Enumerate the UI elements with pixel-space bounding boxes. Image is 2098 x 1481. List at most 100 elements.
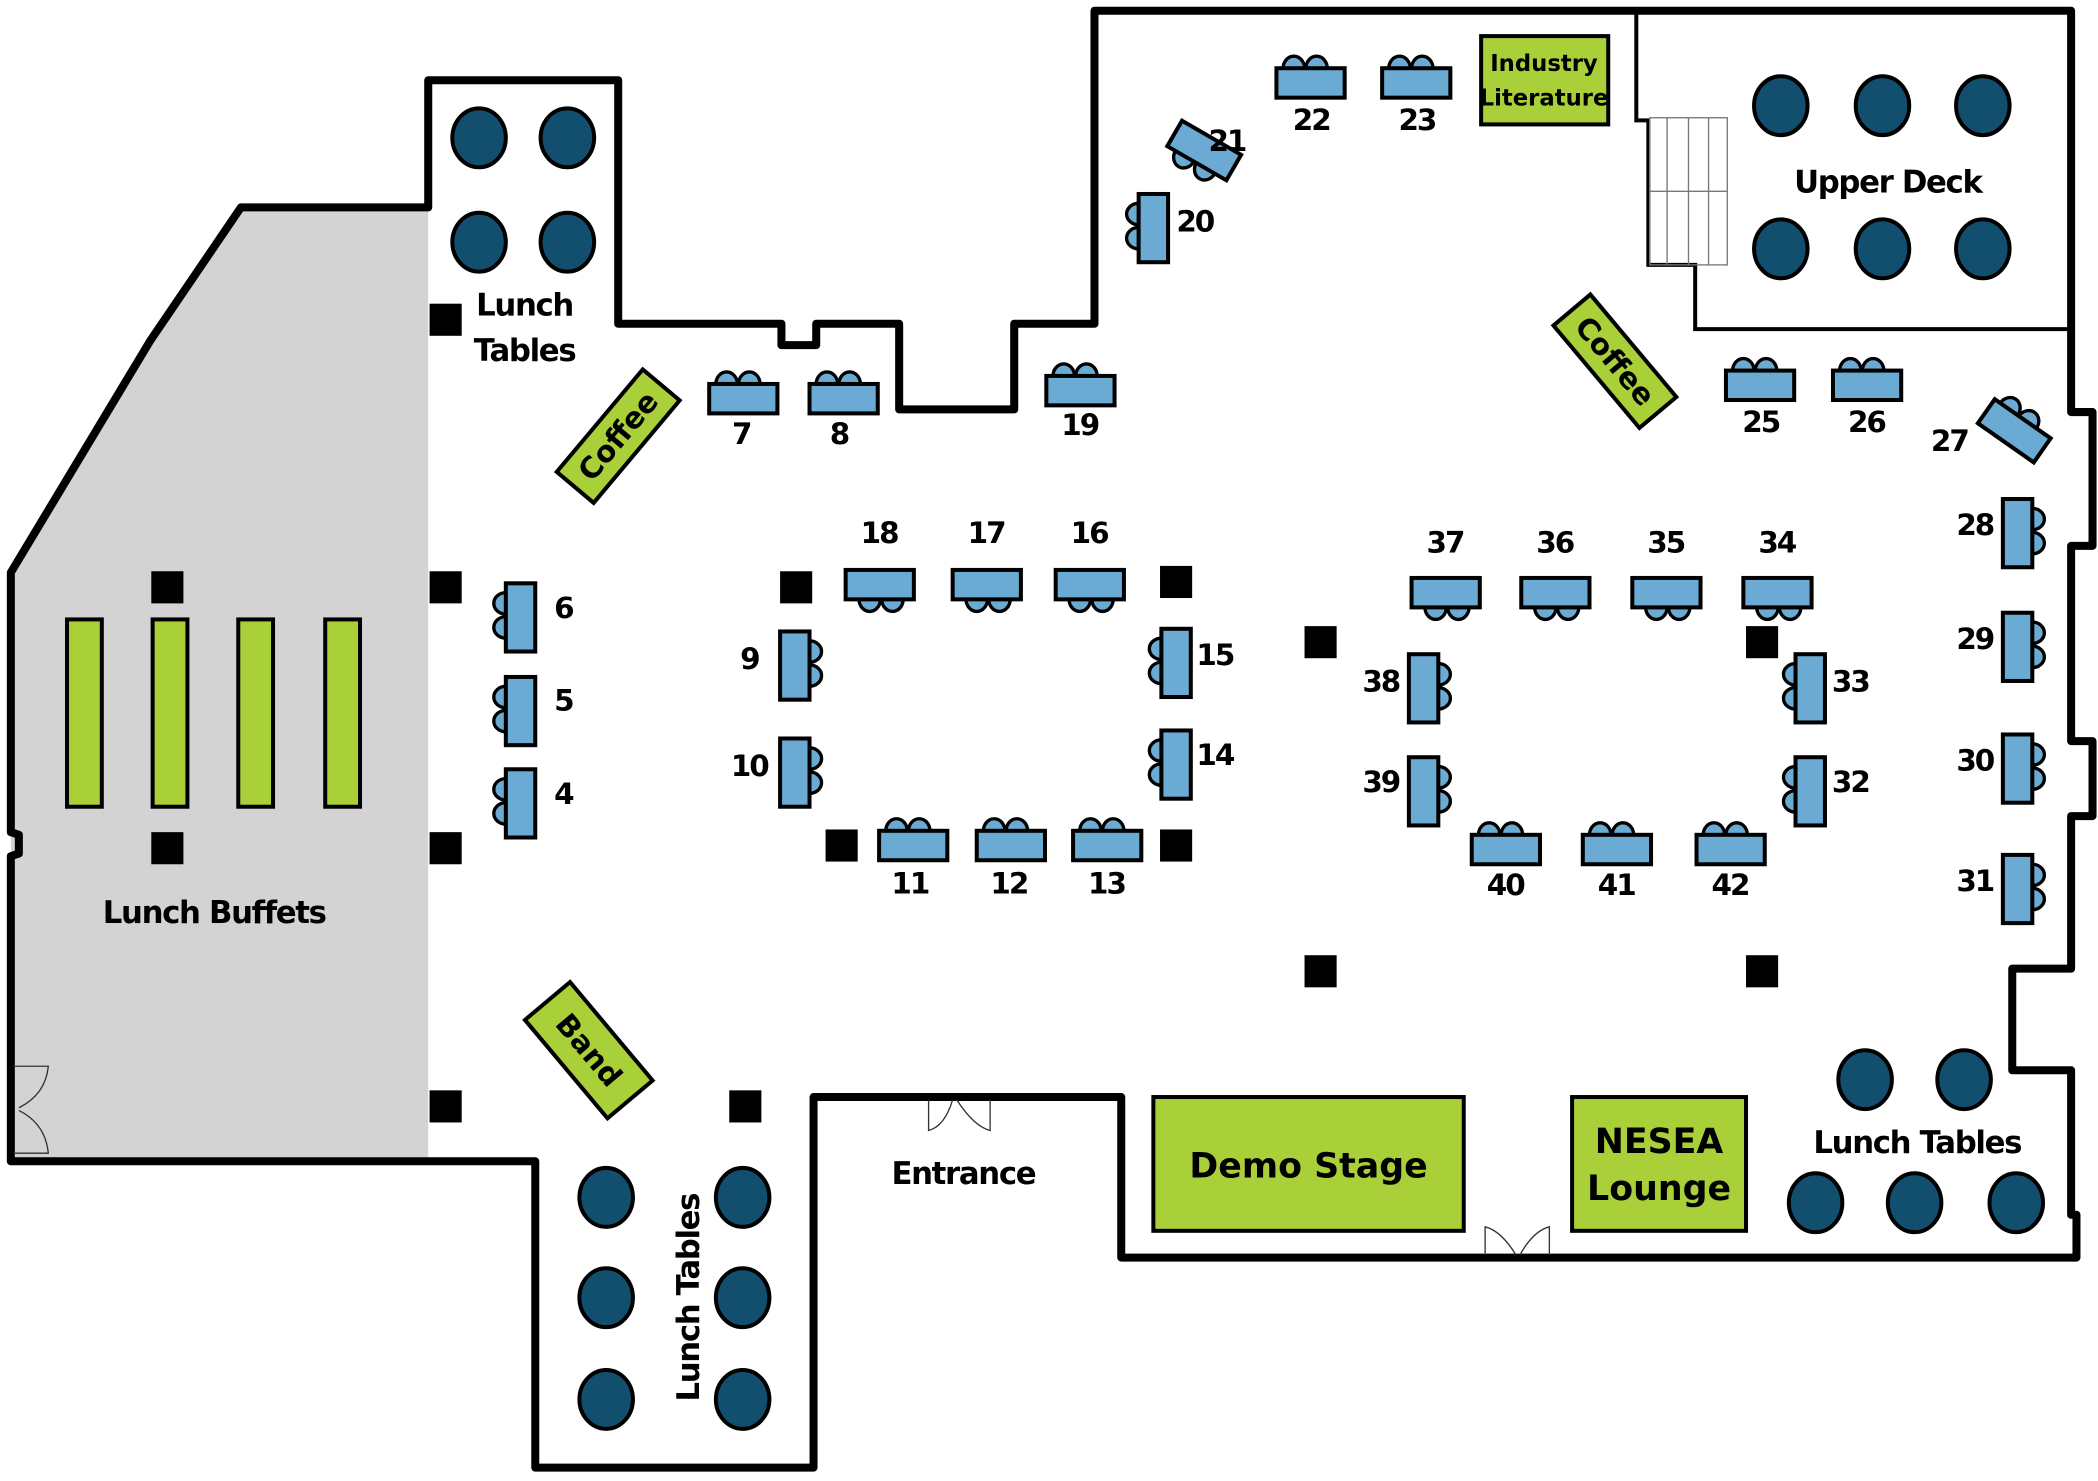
booth-39[interactable]: 39: [1362, 755, 1453, 828]
booth-number-label: 36: [1536, 526, 1573, 560]
booth-number-label: 23: [1398, 103, 1435, 137]
chair-icon: [807, 770, 824, 796]
booth-40[interactable]: 40: [1469, 821, 1542, 902]
booth-6[interactable]: 6: [492, 581, 575, 654]
booth-12[interactable]: 12: [974, 817, 1047, 901]
lunch-table[interactable]: [1752, 74, 1810, 138]
lunch-table[interactable]: [1954, 74, 2012, 138]
lunch-table[interactable]: [713, 1266, 772, 1330]
buffet-table[interactable]: [323, 617, 363, 809]
lunch-table[interactable]: [538, 210, 597, 274]
door-left: [13, 1065, 50, 1154]
booth-34[interactable]: 34: [1741, 526, 1814, 622]
booth-number-label: 17: [968, 516, 1005, 550]
lunch-table[interactable]: [713, 1165, 772, 1229]
booth-42[interactable]: 42: [1694, 821, 1767, 902]
booth-22[interactable]: 22: [1274, 54, 1347, 137]
pillar: [1746, 955, 1779, 988]
booth-19[interactable]: 19: [1044, 362, 1117, 442]
booth-28[interactable]: 28: [1956, 497, 2047, 570]
booth-30[interactable]: 30: [1956, 732, 2047, 805]
chair-icon: [1100, 817, 1126, 833]
nesea-lounge[interactable]: NESEA Lounge: [1570, 1095, 1749, 1233]
lunch-tables-bottom-right-label: Lunch Tables: [1813, 1125, 2021, 1161]
chair-icon: [1078, 817, 1103, 833]
chair-icon: [1436, 661, 1453, 687]
lunch-buffet-area: [10, 207, 429, 1162]
demo-stage[interactable]: Demo Stage: [1151, 1095, 1466, 1233]
lunch-table[interactable]: [713, 1367, 772, 1431]
booth-table: [1044, 373, 1117, 408]
chair-icon: [1499, 821, 1525, 837]
booth-table: [1380, 66, 1453, 100]
lunch-table[interactable]: [1786, 1171, 1845, 1235]
booth-number-label: 26: [1848, 405, 1885, 439]
booth-4[interactable]: 4: [492, 767, 576, 840]
coffee-station-right[interactable]: Coffee: [1550, 291, 1680, 431]
lunch-table[interactable]: [1853, 217, 1912, 281]
chair-icon: [1997, 395, 2022, 418]
industry-literature-label-line1: Industry: [1490, 51, 1598, 77]
booth-18[interactable]: 18: [843, 516, 916, 614]
lunch-table[interactable]: [538, 106, 597, 170]
lunch-table[interactable]: [1752, 217, 1810, 281]
booth-10[interactable]: 10: [731, 736, 824, 809]
coffee-station-left[interactable]: Coffee: [553, 366, 683, 506]
booth-17[interactable]: 17: [950, 516, 1023, 614]
booth-7[interactable]: 7: [707, 370, 780, 451]
upper-deck-walls: [1634, 13, 2074, 332]
chair-icon: [1781, 764, 1798, 790]
booth-16[interactable]: 16: [1053, 516, 1126, 614]
booth-26[interactable]: 26: [1830, 356, 1904, 440]
booth-33[interactable]: 33: [1781, 652, 1871, 725]
booth-37[interactable]: 37: [1409, 526, 1482, 622]
booth-13[interactable]: 13: [1071, 817, 1144, 901]
buffet-table[interactable]: [65, 617, 104, 809]
chair-icon: [2030, 862, 2047, 888]
chair-icon: [1281, 54, 1307, 70]
booth-41[interactable]: 41: [1580, 821, 1654, 902]
industry-literature[interactable]: Industry Literature: [1479, 34, 1611, 127]
lunch-table[interactable]: [577, 1165, 635, 1229]
booth-table: [1406, 652, 1441, 725]
lunch-table[interactable]: [1954, 217, 2012, 281]
lunch-table[interactable]: [577, 1266, 635, 1330]
chair-icon: [1532, 605, 1558, 622]
booth-5[interactable]: 5: [492, 674, 575, 748]
lunch-table[interactable]: [1853, 74, 1912, 138]
booth-38[interactable]: 38: [1362, 652, 1453, 725]
booth-20[interactable]: 20: [1124, 191, 1217, 265]
booth-table: [707, 381, 780, 416]
band-area[interactable]: Band: [522, 979, 656, 1122]
booth-21[interactable]: 21: [1161, 117, 1248, 191]
booth-table: [503, 767, 538, 840]
booth-number-label: 34: [1758, 526, 1796, 560]
booth-9[interactable]: 9: [740, 629, 824, 702]
buffet-table[interactable]: [150, 617, 190, 809]
booth-15[interactable]: 15: [1147, 626, 1236, 700]
booth-table: [778, 736, 812, 809]
chair-icon: [906, 817, 932, 833]
booth-35[interactable]: 35: [1630, 526, 1703, 622]
booth-table: [843, 567, 916, 602]
booth-8[interactable]: 8: [807, 370, 880, 451]
booth-31[interactable]: 31: [1956, 852, 2047, 926]
lunch-table[interactable]: [450, 106, 508, 170]
booth-32[interactable]: 32: [1781, 755, 1871, 828]
lunch-table[interactable]: [1836, 1048, 1894, 1112]
lunch-table[interactable]: [1935, 1048, 1993, 1112]
lunch-table[interactable]: [1885, 1171, 1944, 1235]
booth-36[interactable]: 36: [1519, 526, 1592, 622]
lunch-table[interactable]: [1987, 1171, 2046, 1235]
pillar: [151, 571, 184, 604]
booth-11[interactable]: 11: [877, 817, 950, 901]
booth-27[interactable]: 27: [1931, 389, 2058, 466]
booth-29[interactable]: 29: [1956, 610, 2047, 683]
booth-table: [2000, 732, 2035, 805]
lunch-table[interactable]: [450, 210, 508, 274]
buffet-table[interactable]: [236, 617, 276, 809]
lunch-table[interactable]: [577, 1367, 635, 1431]
booth-23[interactable]: 23: [1380, 54, 1453, 137]
booth-14[interactable]: 14: [1147, 728, 1237, 801]
booth-25[interactable]: 25: [1723, 356, 1797, 440]
